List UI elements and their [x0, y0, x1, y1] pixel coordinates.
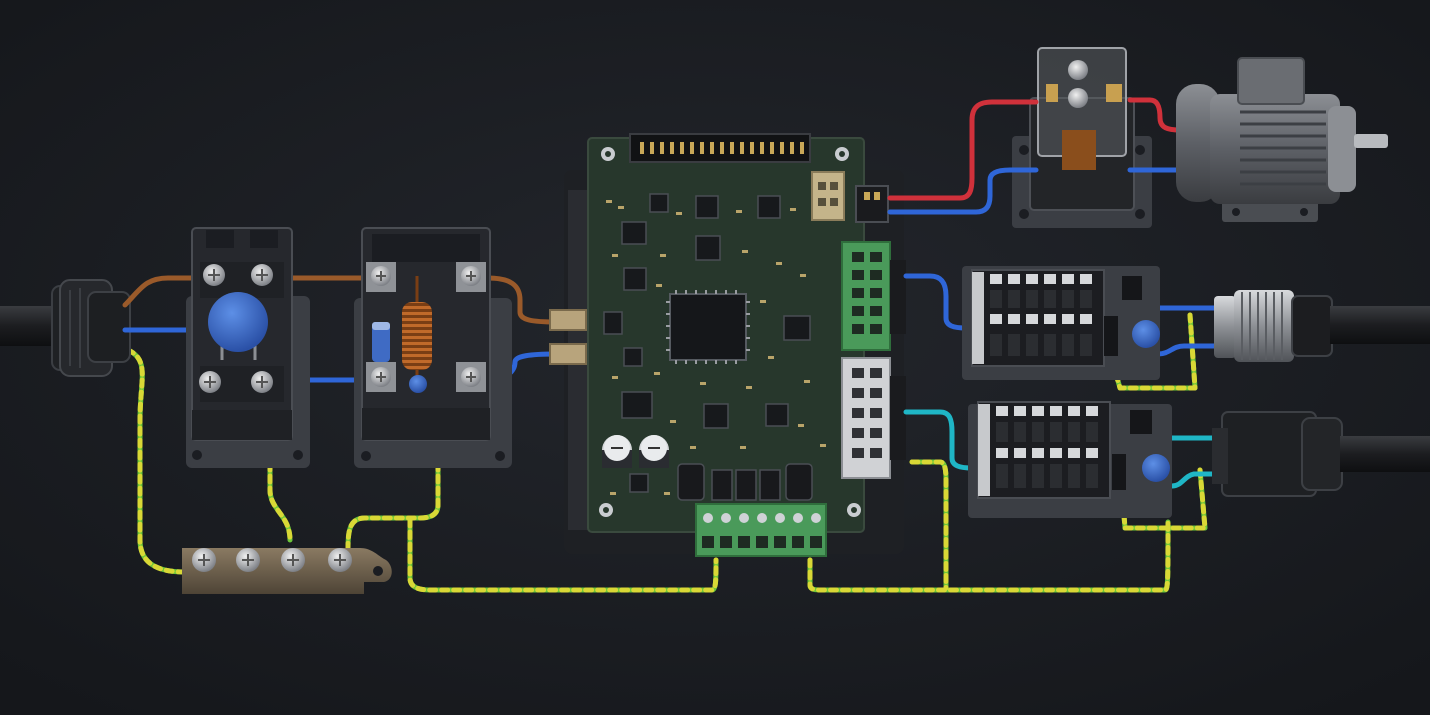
d-sub-connector: [1212, 411, 1343, 497]
output-cable-upper: [1330, 306, 1430, 344]
earth-busbar: [182, 548, 392, 594]
output-terminal-block-lower: [968, 401, 1172, 518]
output-cable-lower: [1340, 436, 1430, 472]
control-board: [549, 133, 906, 557]
varistor-block: [186, 227, 310, 468]
filter-block: [354, 227, 512, 468]
metal-connector: [1214, 290, 1333, 362]
relay: [1012, 47, 1152, 228]
output-terminal-block-upper: [962, 266, 1160, 380]
cable-gland: [51, 279, 131, 377]
ac-motor: [1176, 57, 1388, 222]
